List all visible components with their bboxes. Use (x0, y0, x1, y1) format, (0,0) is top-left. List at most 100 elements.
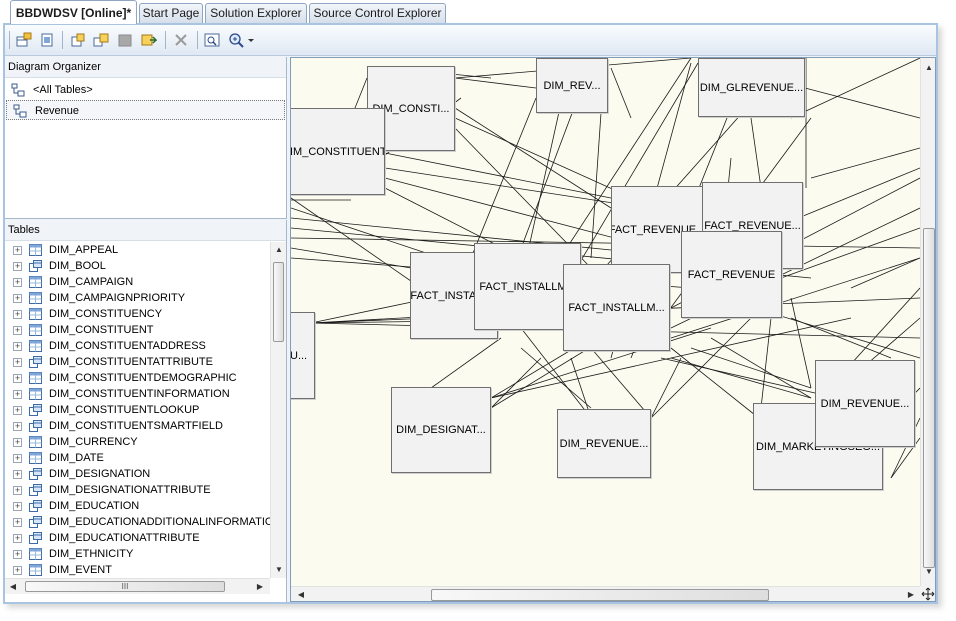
table-list-item[interactable]: +DIM_CONSTITUENCY (5, 306, 270, 322)
expand-icon[interactable]: + (13, 277, 22, 287)
table-list-item[interactable]: +DIM_CONSTITUENTLOOKUP (5, 402, 270, 418)
relationship-line[interactable] (291, 247, 412, 269)
expand-icon[interactable]: + (13, 325, 22, 335)
relationship-line[interactable] (760, 317, 772, 409)
scroll-right-arrow-icon[interactable]: ▶ (256, 582, 264, 591)
relationship-line[interactable] (780, 227, 920, 279)
relationship-line[interactable] (490, 327, 712, 399)
organizer-item-all-tables[interactable]: <All Tables> (5, 80, 286, 100)
expand-icon[interactable]: + (13, 357, 22, 367)
relationship-line[interactable] (480, 357, 542, 419)
expand-icon[interactable]: + (13, 549, 22, 559)
relationship-line[interactable] (470, 97, 537, 259)
scroll-thumb[interactable] (431, 589, 769, 601)
relationship-line[interactable] (850, 257, 920, 289)
relationship-line[interactable] (454, 77, 537, 89)
diagram-table-box[interactable]: DIM_GLREVENUE... (698, 58, 805, 117)
table-list-item[interactable]: +DIM_CAMPAIGNPRIORITY (5, 290, 270, 306)
tab-bbdwdsv[interactable]: BBDWDSV [Online]* (10, 0, 137, 24)
expand-icon[interactable]: + (13, 421, 22, 431)
table-list-item[interactable]: +DIM_BOOL (5, 258, 270, 274)
diagram-table-box[interactable]: DIM_REVENUE... (557, 409, 651, 478)
remove-icon[interactable] (115, 30, 135, 50)
zoom-icon[interactable] (226, 30, 246, 50)
relationship-line[interactable] (454, 107, 612, 209)
expand-icon[interactable]: + (13, 517, 22, 527)
relationship-line[interactable] (384, 152, 612, 199)
relationship-line[interactable] (790, 317, 892, 359)
table-list-item[interactable]: +DIM_EDUCATION (5, 498, 270, 514)
zoom-to-fit-icon[interactable] (202, 30, 222, 50)
scroll-thumb[interactable] (923, 228, 935, 568)
expand-icon[interactable]: + (13, 341, 22, 351)
table-list-item[interactable]: +DIM_CURRENCY (5, 434, 270, 450)
relationship-line[interactable] (890, 437, 920, 479)
relationship-line[interactable] (570, 357, 592, 419)
scroll-down-arrow-icon[interactable]: ▼ (275, 565, 283, 574)
relationship-line[interactable] (520, 327, 592, 419)
pan-icon[interactable] (920, 586, 935, 601)
diagram-canvas[interactable]: DIM_CONSTI...DIM_REV...DIM_GLREVENUE...I… (291, 58, 920, 586)
table-list-item[interactable]: +DIM_EVENT (5, 562, 270, 578)
relationship-line[interactable] (650, 357, 682, 419)
scroll-thumb[interactable]: III (25, 581, 225, 592)
diagram-table-box[interactable]: FACT_REVENUE (681, 231, 782, 318)
expand-icon[interactable]: + (13, 373, 22, 383)
diagram-table-box[interactable]: DIM_DESIGNAT... (391, 387, 491, 473)
diagram-table-box[interactable]: IM_CONSTITUENT... (291, 108, 385, 195)
organizer-item-revenue[interactable]: Revenue (6, 100, 285, 120)
table-list-item[interactable]: +DIM_CONSTITUENT (5, 322, 270, 338)
relationship-line[interactable] (890, 417, 920, 479)
table-list-item[interactable]: +DIM_CONSTITUENTSMARTFIELD (5, 418, 270, 434)
add-table-icon[interactable] (14, 30, 34, 50)
table-list-item[interactable]: +DIM_ETHNICITY (5, 546, 270, 562)
expand-icon[interactable]: + (13, 261, 22, 271)
delete-icon[interactable] (171, 30, 191, 50)
diagram-horizontal-scrollbar[interactable]: ◀ ▶ (291, 586, 920, 601)
expand-icon[interactable]: + (13, 293, 22, 303)
tab-solution-explorer[interactable]: Solution Explorer (205, 3, 307, 23)
expand-icon[interactable]: + (13, 245, 22, 255)
table-list-item[interactable]: +DIM_CONSTITUENTDEMOGRAPHIC (5, 370, 270, 386)
relationship-line[interactable] (804, 87, 920, 119)
tables-vertical-scrollbar[interactable]: ▲ ▼ (270, 242, 286, 578)
table-list-item[interactable]: +DIM_EDUCATIONATTRIBUTE (5, 530, 270, 546)
tab-source-control-explorer[interactable]: Source Control Explorer (309, 3, 446, 23)
relationship-line[interactable] (590, 347, 652, 419)
expand-icon[interactable]: + (13, 437, 22, 447)
expand-icon[interactable]: + (13, 453, 22, 463)
relationship-line[interactable] (291, 237, 920, 249)
table-list-item[interactable]: +DIM_CONSTITUENTINFORMATION (5, 386, 270, 402)
scroll-right-arrow-icon[interactable]: ▶ (907, 590, 915, 599)
relationship-line[interactable] (810, 147, 920, 179)
expand-icon[interactable]: + (13, 565, 22, 575)
diagram-vertical-scrollbar[interactable]: ▲ ▼ (920, 58, 935, 586)
diagram-pane[interactable]: DIM_CONSTI...DIM_REV...DIM_GLREVENUE...I… (290, 57, 936, 602)
new-annotation-icon[interactable] (139, 30, 159, 50)
table-list-item[interactable]: +DIM_DESIGNATIONATTRIBUTE (5, 482, 270, 498)
table-list-item[interactable]: +DIM_CONSTITUENTADDRESS (5, 338, 270, 354)
relationship-line[interactable] (670, 347, 756, 416)
relationship-line[interactable] (650, 317, 752, 419)
relationship-line[interactable] (291, 197, 422, 289)
expand-icon[interactable]: + (13, 469, 22, 479)
relationship-line[interactable] (750, 117, 762, 189)
relationship-line[interactable] (790, 297, 812, 389)
scroll-left-arrow-icon[interactable]: ◀ (9, 582, 17, 591)
table-list-item[interactable]: +DIM_APPEAL (5, 242, 270, 258)
expand-icon[interactable]: + (13, 485, 22, 495)
relationship-line[interactable] (590, 112, 602, 259)
diagram-table-box[interactable]: U... (291, 312, 315, 399)
table-list-item[interactable]: +DIM_CAMPAIGN (5, 274, 270, 290)
tables-horizontal-scrollbar[interactable]: ◀ III ▶ (5, 578, 270, 594)
relationship-line[interactable] (430, 337, 502, 389)
expand-icon[interactable]: + (13, 533, 22, 543)
add-related-tables-icon[interactable] (91, 30, 111, 50)
relationship-line[interactable] (520, 347, 592, 409)
diagram-table-box[interactable]: FACT_INSTALLM... (563, 264, 670, 351)
scroll-up-arrow-icon[interactable]: ▲ (275, 245, 283, 254)
diagram-table-box[interactable]: DIM_REVENUE... (815, 360, 915, 447)
table-list-item[interactable]: +DIM_DESIGNATION (5, 466, 270, 482)
new-table-icon[interactable] (68, 30, 88, 50)
tab-start-page[interactable]: Start Page (139, 3, 203, 23)
